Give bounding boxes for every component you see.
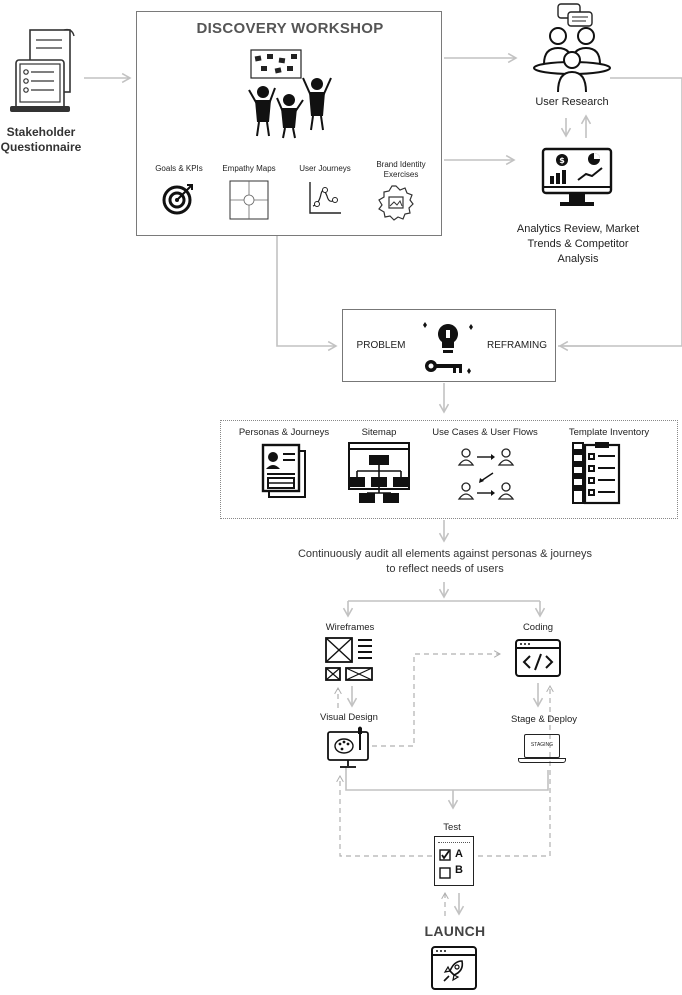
stakeholder-label: Stakeholder Questionnaire xyxy=(0,125,82,154)
staging-screen: STAGING xyxy=(524,734,560,758)
option-a: A xyxy=(455,848,463,860)
sitemap-label: Sitemap xyxy=(361,427,397,438)
dashed-test-visual xyxy=(336,774,432,857)
wireframes-icon xyxy=(325,637,373,681)
deliverables-box: Personas & Journeys Sitemap Use Cases & … xyxy=(220,420,678,519)
template-list-icon xyxy=(572,442,621,505)
persona-doc-icon xyxy=(261,443,306,498)
questionnaire-icon xyxy=(10,28,75,112)
user-flows-icon xyxy=(457,448,515,500)
template-inventory-label: Template Inventory xyxy=(568,427,650,438)
sitemap-icon xyxy=(348,442,410,503)
empathy-maps-label: Empathy Maps xyxy=(222,164,276,173)
rocket-window-icon xyxy=(431,946,477,990)
lightbulb-key-icon xyxy=(423,322,473,374)
brand-identity-label: Brand Identity Exercises xyxy=(376,160,426,179)
arrow-workshop-reframing xyxy=(276,236,338,352)
goals-kpis-label: Goals & KPIs xyxy=(155,164,203,173)
analytics-monitor-icon: $ xyxy=(541,147,613,206)
design-monitor-icon xyxy=(327,726,369,768)
dashed-visual-coding xyxy=(372,650,502,747)
checkbox-icons xyxy=(439,849,451,879)
wireframes-label: Wireframes xyxy=(325,622,375,633)
arrow-research-reframing xyxy=(558,77,682,347)
audit-line-1: Continuously audit all elements against … xyxy=(297,548,593,560)
ab-test-card: A B xyxy=(434,836,474,886)
user-journeys-label: User Journeys xyxy=(299,164,351,173)
user-research-icon xyxy=(533,3,611,93)
visual-design-label: Visual Design xyxy=(320,712,378,723)
laptop-base xyxy=(518,758,566,763)
analytics-label: Analytics Review, Market Trends & Compet… xyxy=(516,223,640,265)
workshop-title: DISCOVERY WORKSHOP xyxy=(196,20,384,37)
option-b: B xyxy=(455,864,463,876)
audit-line-2: to reflect needs of users xyxy=(386,563,504,575)
use-cases-label: Use Cases & User Flows xyxy=(432,427,538,438)
problem-reframing-box: PROBLEM REFRAMING xyxy=(342,309,556,382)
user-research-label: User Research xyxy=(535,96,609,108)
target-icon xyxy=(162,184,193,215)
reframing-right-label: REFRAMING xyxy=(487,340,547,351)
brand-badge-icon xyxy=(378,185,414,221)
personas-journeys-label: Personas & Journeys xyxy=(238,427,330,438)
discovery-workshop-box: DISCOVERY WORKSHOP Goals & KPIs xyxy=(136,11,442,236)
merge-line xyxy=(345,768,549,791)
svg-text:$: $ xyxy=(559,156,565,165)
ab-test-card-header xyxy=(438,839,470,843)
reframing-left-label: PROBLEM xyxy=(356,340,406,351)
workshop-people-icon xyxy=(248,49,332,139)
launch-title: LAUNCH xyxy=(424,923,486,939)
code-window-icon xyxy=(515,639,561,677)
coding-label: Coding xyxy=(522,622,554,633)
stage-deploy-label: Stage & Deploy xyxy=(510,714,577,725)
test-label: Test xyxy=(443,822,461,833)
empathy-map-icon xyxy=(229,180,269,220)
dashed-test-coding xyxy=(478,684,554,857)
journey-chart-icon xyxy=(309,182,341,214)
